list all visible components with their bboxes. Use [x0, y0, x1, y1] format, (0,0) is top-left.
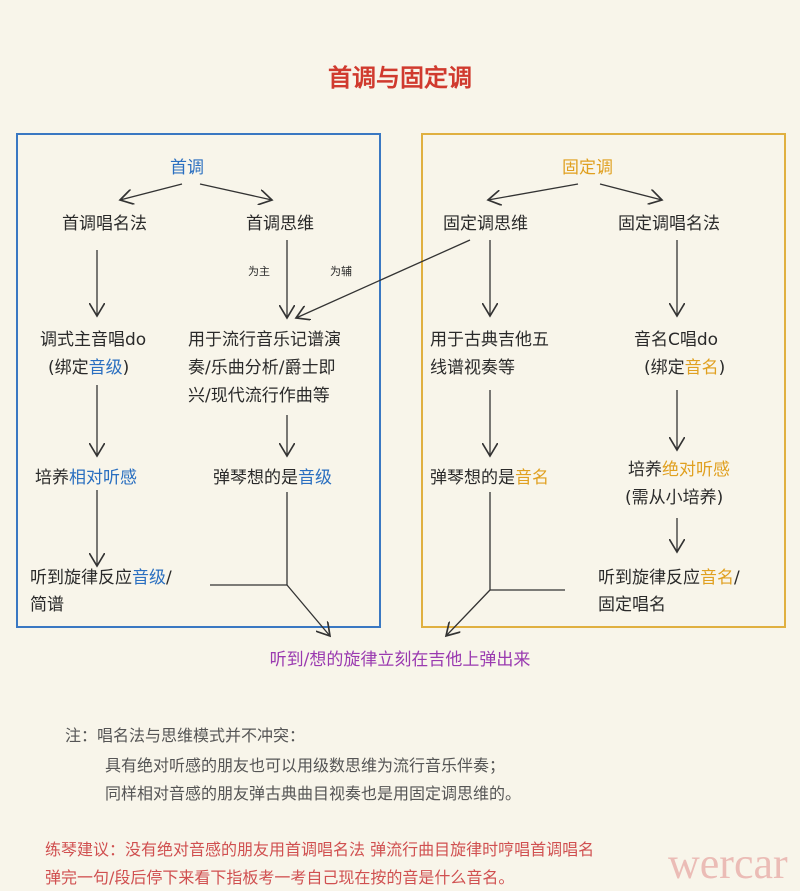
- primary-label: 为主: [248, 265, 270, 278]
- text-line: (绑定音名): [644, 358, 726, 378]
- text-line: 用于流行音乐记谱演: [188, 330, 341, 350]
- movable-do-box: [16, 133, 381, 628]
- secondary-label: 为辅: [330, 265, 352, 278]
- result-text: 听到/想的旋律立刻在吉他上弹出来: [269, 650, 531, 670]
- advice-line: 弹完一句/段后停下来看下指板考一考自己现在按的音是什么音名。: [45, 868, 515, 887]
- note-line: 注：唱名法与思维模式并不冲突：: [65, 726, 306, 745]
- text-line: 培养绝对听感: [628, 460, 730, 480]
- movable-solfege-label: 首调唱名法: [62, 214, 147, 234]
- text-line: 调式主音唱do: [40, 330, 147, 350]
- text-line: 奏/乐曲分析/爵士即: [188, 358, 336, 378]
- text-line: 固定唱名: [598, 595, 666, 615]
- advice-line: 练琴建议：没有绝对音感的朋友用首调唱名法 弹流行曲目旋律时哼唱首调唱名: [45, 840, 595, 859]
- watermark: wercar: [668, 839, 788, 888]
- fixed-do-box: [421, 133, 786, 628]
- text-line: 听到旋律反应音名/: [598, 568, 740, 588]
- text-line: 简谱: [30, 595, 64, 615]
- text-line: (绑定音级): [48, 358, 130, 378]
- text-line: 弹琴想的是音名: [430, 468, 549, 488]
- note-line: 同样相对音感的朋友弹古典曲目视奏也是用固定调思维的。: [105, 784, 522, 803]
- movable-thinking-label: 首调思维: [246, 214, 314, 234]
- fixed-thinking-label: 固定调思维: [443, 214, 528, 234]
- text-line: (需从小培养): [625, 488, 724, 508]
- note-line: 具有绝对听感的朋友也可以用级数思维为流行音乐伴奏；: [105, 756, 506, 775]
- text-line: 弹琴想的是音级: [213, 468, 332, 488]
- text-line: 用于古典吉他五: [430, 330, 549, 350]
- text-line: 培养相对听感: [35, 468, 137, 488]
- fixed-solfege-label: 固定调唱名法: [618, 214, 720, 234]
- text-line: 音名C唱do: [634, 330, 719, 350]
- fixed-do-heading: 固定调: [562, 158, 613, 178]
- text-line: 线谱视奏等: [430, 358, 515, 378]
- page-title: 首调与固定调: [328, 64, 472, 92]
- movable-do-heading: 首调: [170, 158, 204, 178]
- text-line: 听到旋律反应音级/: [30, 568, 172, 588]
- text-line: 兴/现代流行作曲等: [188, 386, 330, 406]
